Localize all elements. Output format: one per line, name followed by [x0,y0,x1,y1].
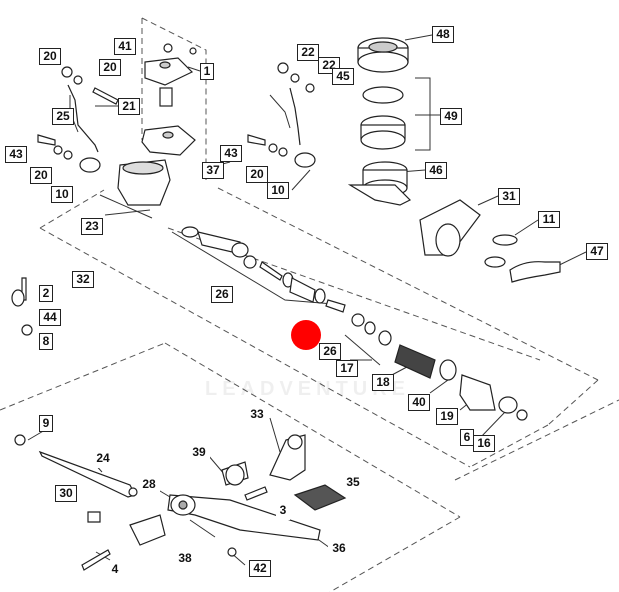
callout-4[interactable]: 4 [108,562,122,579]
watermark-text: LEADVENTURE [205,378,411,400]
callout-10[interactable]: 10 [51,186,73,203]
callout-1[interactable]: 1 [200,63,214,80]
callout-42[interactable]: 42 [249,560,271,577]
callout-18[interactable]: 18 [372,374,394,391]
callout-6[interactable]: 6 [460,429,474,446]
callout-48[interactable]: 48 [432,26,454,43]
callout-10[interactable]: 10 [267,182,289,199]
callout-3[interactable]: 3 [276,503,290,520]
callout-19[interactable]: 19 [436,408,458,425]
group-brackets [69,77,431,366]
callout-32[interactable]: 32 [72,271,94,288]
callout-28[interactable]: 28 [138,477,160,494]
callout-8[interactable]: 8 [39,333,53,350]
callout-35[interactable]: 35 [342,475,364,492]
callout-17[interactable]: 17 [336,360,358,377]
callout-38[interactable]: 38 [174,551,196,568]
callout-20[interactable]: 20 [246,166,268,183]
parts [11,37,561,571]
callout-44[interactable]: 44 [39,309,61,326]
callout-26[interactable]: 26 [319,343,341,360]
callout-43[interactable]: 43 [220,145,242,162]
callout-49[interactable]: 49 [440,108,462,125]
callout-40[interactable]: 40 [408,394,430,411]
callout-20[interactable]: 20 [99,59,121,76]
callout-30[interactable]: 30 [55,485,77,502]
callout-20[interactable]: 20 [30,167,52,184]
callout-26[interactable]: 26 [211,286,233,303]
callout-20[interactable]: 20 [39,48,61,65]
callout-47[interactable]: 47 [586,243,608,260]
callout-39[interactable]: 39 [188,445,210,462]
callout-24[interactable]: 24 [92,451,114,468]
callout-33[interactable]: 33 [246,407,268,424]
callout-21[interactable]: 21 [118,98,140,115]
callout-36[interactable]: 36 [328,541,350,558]
callout-9[interactable]: 9 [39,415,53,432]
callout-45[interactable]: 45 [332,68,354,85]
callout-25[interactable]: 25 [52,108,74,125]
callout-16[interactable]: 16 [473,435,495,452]
callout-37[interactable]: 37 [202,162,224,179]
callout-46[interactable]: 46 [425,162,447,179]
red-dot-marker[interactable] [291,320,321,350]
callout-11[interactable]: 11 [538,211,560,228]
callout-22[interactable]: 22 [297,44,319,61]
callout-23[interactable]: 23 [81,218,103,235]
callout-2[interactable]: 2 [39,285,53,302]
callout-43[interactable]: 43 [5,146,27,163]
callout-41[interactable]: 41 [114,38,136,55]
callout-31[interactable]: 31 [498,188,520,205]
